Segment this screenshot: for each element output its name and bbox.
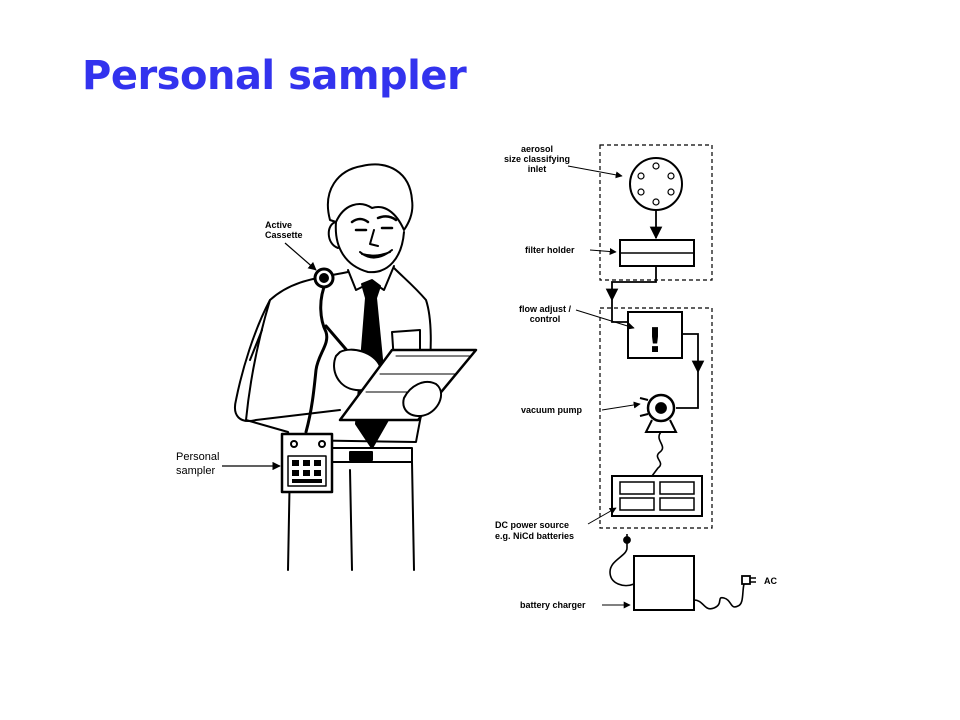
label-personal-sampler-2: sampler — [176, 465, 215, 477]
person-mouth — [359, 229, 393, 259]
label-vacuum-pump: vacuum pump — [521, 405, 583, 415]
person-arm-left — [234, 299, 341, 422]
battery-pack — [611, 475, 703, 517]
label-flow-2: control — [530, 314, 561, 324]
inlet-disc — [629, 157, 683, 211]
label-active-cassette-1: Active — [265, 220, 292, 230]
arrow-vacuum-pump — [601, 401, 641, 411]
pump-enclosure — [599, 307, 713, 529]
filter-holder — [619, 239, 695, 267]
person-eyes — [350, 215, 398, 232]
label-ac: AC — [764, 576, 777, 586]
label-power-2: e.g. NiCd batteries — [495, 531, 574, 541]
personal-sampler-box — [280, 432, 334, 494]
page-title: Personal sampler — [82, 53, 467, 99]
label-power-1: DC power source — [495, 520, 569, 530]
person-ear — [327, 221, 339, 249]
person-illustration — [234, 163, 478, 571]
person-face — [334, 221, 405, 274]
label-active-cassette-2: Cassette — [265, 230, 303, 240]
vacuum-pump-symbol — [639, 393, 678, 433]
clipboard — [338, 348, 478, 422]
label-inlet-3: inlet — [528, 164, 547, 174]
sampler-tubing — [304, 280, 329, 434]
arrow-power — [587, 507, 617, 525]
label-flow-1: flow adjust / — [519, 304, 572, 314]
arrow-inlet — [567, 165, 623, 179]
label-personal-sampler-1: Personal — [176, 451, 219, 463]
person-hair — [327, 163, 414, 231]
label-inlet-1: aerosol — [521, 144, 553, 154]
label-inlet-2: size classifying — [504, 154, 570, 164]
label-filter-holder: filter holder — [525, 245, 575, 255]
flow-symbol: ! — [647, 321, 663, 361]
flow-control-box — [627, 311, 683, 359]
person-hand-right — [402, 380, 443, 417]
sampling-schematic — [599, 144, 756, 611]
arrow-filter-holder — [589, 248, 617, 256]
ac-plug — [741, 575, 756, 585]
label-battery-charger: battery charger — [520, 600, 586, 610]
arrow-active-cassette — [284, 242, 317, 271]
battery-charger-box — [633, 555, 695, 611]
person-shirt — [245, 267, 432, 443]
arrow-flow-control — [575, 309, 635, 330]
